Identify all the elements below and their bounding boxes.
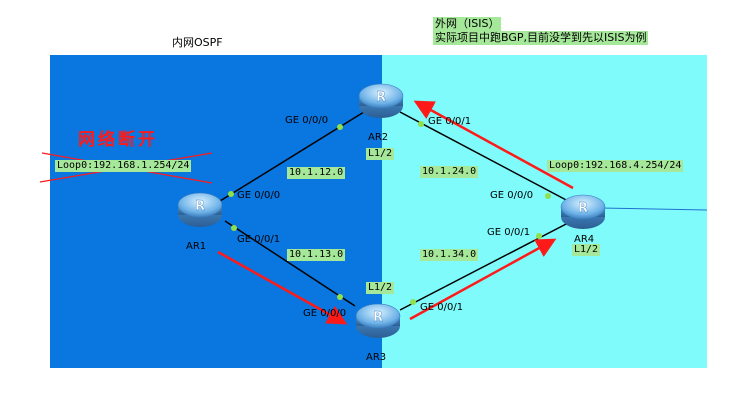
- router-label-ar3: AR3: [366, 352, 387, 363]
- path-arrow-ar1-to-ar3: [217, 250, 348, 325]
- svg-text:R: R: [195, 199, 205, 214]
- path-arrow-ar3-to-ar4: [409, 238, 557, 321]
- zone-subtitle-isis: 实际项目中跑BGP,目前没学到先以ISIS为例: [433, 31, 649, 45]
- zone-isis: [382, 55, 707, 368]
- router-label-ar1: AR1: [186, 241, 207, 252]
- interface-label-ar4-g001: GE 0/0/1: [487, 227, 531, 238]
- zone-title-isis: 外网（ISIS）: [433, 17, 502, 31]
- subnet-label-ar1-ar3: 10.1.13.0: [287, 249, 346, 261]
- interface-label-ar2-g000: GE 0/0/0: [285, 115, 329, 126]
- loopback-label-ar1: Loop0:192.168.1.254/24: [55, 160, 192, 172]
- level-label-ar2: L1/2: [366, 148, 395, 160]
- router-icon-ar1[interactable]: R: [177, 192, 223, 227]
- svg-text:R: R: [376, 90, 386, 105]
- router-icon-ar4[interactable]: R: [560, 194, 606, 229]
- port-dot: [231, 225, 237, 231]
- router-label-ar4: AR4: [574, 234, 595, 245]
- interface-label-ar2-g001: GE 0/0/1: [428, 116, 472, 127]
- port-dot: [228, 191, 234, 197]
- router-label-ar2: AR2: [368, 132, 389, 143]
- interface-label-ar1-g000: GE 0/0/0: [237, 190, 281, 201]
- interface-label-ar1-g001: GE 0/0/1: [237, 234, 281, 245]
- interface-label-ar4-g000: GE 0/0/0: [490, 190, 534, 201]
- zone-title-ospf: 内网OSPF: [172, 36, 223, 49]
- link-ar4-external: [599, 207, 708, 211]
- interface-label-ar3-g001: GE 0/0/1: [420, 302, 464, 313]
- port-dot: [418, 121, 424, 127]
- router-icon-ar3[interactable]: R: [355, 303, 401, 338]
- link-ar1-ar3: [224, 220, 356, 307]
- port-dot: [337, 124, 343, 130]
- level-label-ar3: L1/2: [366, 282, 395, 294]
- loopback-label-ar4: Loop0:192.168.4.254/24: [547, 160, 684, 172]
- svg-text:R: R: [373, 310, 383, 325]
- subnet-label-ar3-ar4: 10.1.34.0: [420, 249, 479, 261]
- port-dot: [337, 294, 343, 300]
- svg-text:R: R: [578, 201, 588, 216]
- port-dot: [410, 299, 416, 305]
- network-broken-annotation: 网络断开: [78, 130, 158, 150]
- link-ar2-ar4: [399, 111, 571, 203]
- interface-label-ar3-g000: GE 0/0/0: [303, 308, 347, 319]
- router-icon-ar2[interactable]: R: [358, 83, 404, 118]
- level-label-ar4: L1/2: [572, 244, 601, 256]
- path-arrow-ar4-to-ar2: [413, 100, 574, 190]
- subnet-label-ar2-ar4: 10.1.24.0: [420, 166, 479, 178]
- link-ar1-ar2: [219, 106, 373, 202]
- port-dot: [536, 233, 542, 239]
- subnet-label-ar1-ar2: 10.1.12.0: [287, 167, 346, 179]
- port-dot: [545, 193, 551, 199]
